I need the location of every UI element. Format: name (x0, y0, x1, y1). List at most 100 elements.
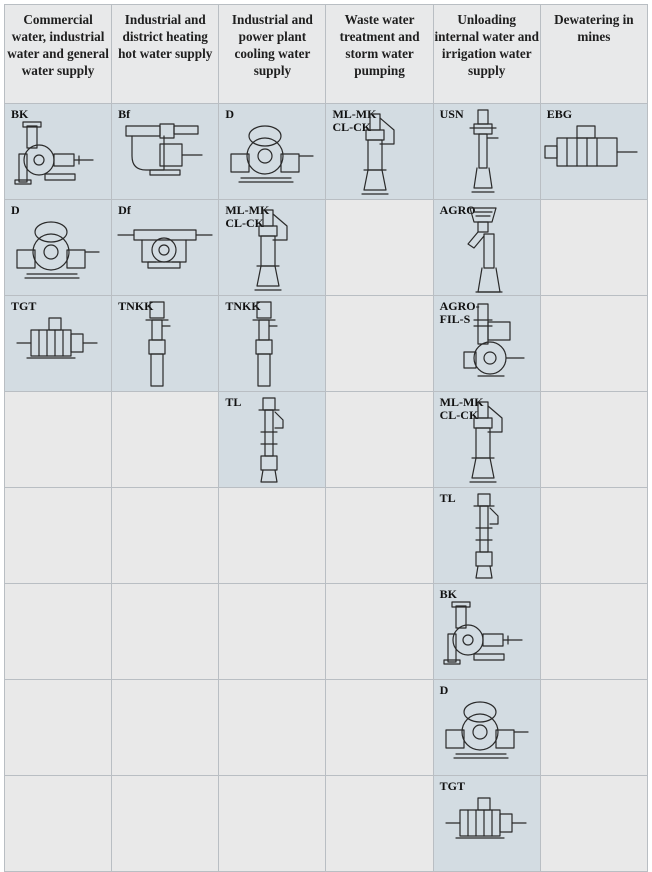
split-case-pump-icon (230, 125, 314, 183)
header-mine-dewatering: Dewatering in mines (539, 4, 649, 104)
empty-cell (325, 583, 434, 680)
header-commercial-water: Commercial water, industrial water and g… (3, 4, 113, 104)
empty-cell (539, 295, 649, 392)
split-case-pump-icon (445, 701, 529, 759)
table-row: TGT (3, 775, 649, 872)
pump-model-code: ML-MK CL-CK (439, 395, 484, 422)
empty-cell (539, 199, 649, 296)
table-row: BK Bf D ML-MK CL-CK USN EBG (3, 103, 649, 200)
pump-cell: TGT (3, 295, 113, 392)
pump-application-table: Commercial water, industrial water and g… (3, 4, 649, 872)
multistage-mine-pump-icon (544, 125, 638, 167)
vertical-mixed-flow-pump-icon (361, 113, 396, 195)
empty-cell (111, 487, 220, 584)
double-volute-pump-icon (125, 123, 203, 176)
pump-model-code: USN (439, 107, 464, 121)
pump-cell: D (3, 199, 113, 296)
pump-model-code: D (225, 107, 234, 121)
pump-model-code: D (439, 683, 449, 697)
pump-cell: ML-MK CL-CK (432, 391, 541, 488)
pump-model-code: TL (225, 395, 242, 409)
pump-cell: TNKK (218, 295, 327, 392)
pump-model-code: TNKK (225, 299, 261, 313)
pump-cell: ML-MK CL-CK (218, 199, 327, 296)
pump-cell: AGRO (432, 199, 541, 296)
pump-model-code: Bf (118, 107, 131, 121)
axially-split-pump-icon (117, 229, 213, 269)
pump-cell: Bf (111, 103, 220, 200)
header-cooling-water: Industrial and power plant cooling water… (218, 4, 327, 104)
pump-cell: TL (218, 391, 327, 488)
pump-model-code: Df (118, 203, 131, 217)
pump-model-code: AGRO- FIL-S (439, 299, 480, 326)
empty-cell (3, 775, 113, 872)
vertical-column-pump-icon (469, 109, 499, 193)
empty-cell (539, 487, 649, 584)
pump-cell: EBG (539, 103, 649, 200)
filtered-irrigation-pump-icon (463, 303, 525, 377)
empty-cell (218, 583, 327, 680)
empty-cell (539, 583, 649, 680)
multistage-pump-icon (445, 797, 527, 839)
pump-model-code: ML-MK CL-CK (225, 203, 270, 230)
pump-model-code: TL (439, 491, 456, 505)
multistage-pump-icon (16, 317, 98, 359)
empty-cell (3, 487, 113, 584)
table-row: TGT TNKK TNKK AGRO- FIL-S (3, 295, 649, 392)
vertical-turbine-pump-icon (258, 397, 284, 483)
empty-cell (218, 679, 327, 776)
pump-cell: AGRO- FIL-S (432, 295, 541, 392)
pump-model-code: D (11, 203, 20, 217)
pump-cell: TL (432, 487, 541, 584)
empty-cell (325, 679, 434, 776)
vertical-turbine-pump-icon (473, 493, 499, 579)
empty-cell (218, 487, 327, 584)
pump-model-code: TGT (439, 779, 465, 793)
pump-cell: D (218, 103, 327, 200)
empty-cell (325, 295, 434, 392)
table-row: TL ML-MK CL-CK (3, 391, 649, 488)
pump-cell: Df (111, 199, 220, 296)
empty-cell (325, 775, 434, 872)
table-row: TL (3, 487, 649, 584)
empty-cell (539, 775, 649, 872)
vertical-mixed-flow-pump-icon (254, 209, 288, 291)
empty-cell (539, 679, 649, 776)
pump-model-code: TGT (11, 299, 37, 313)
empty-cell (325, 487, 434, 584)
table-row: D Df ML-MK CL-CK AGRO (3, 199, 649, 296)
pump-cell: BK (3, 103, 113, 200)
vertical-propeller-pump-icon (467, 207, 503, 293)
pump-cell: BK (432, 583, 541, 680)
vertical-mixed-flow-pump-icon (469, 401, 503, 483)
header-waste-water: Waste water treatment and storm water pu… (325, 4, 434, 104)
empty-cell (111, 679, 220, 776)
end-suction-pump-icon (14, 121, 94, 185)
table-row: BK (3, 583, 649, 680)
pump-cell: TGT (432, 775, 541, 872)
empty-cell (3, 391, 113, 488)
empty-cell (111, 775, 220, 872)
empty-cell (111, 583, 220, 680)
pump-model-code: EBG (546, 107, 573, 121)
header-row: Commercial water, industrial water and g… (3, 4, 649, 104)
empty-cell (325, 199, 434, 296)
pump-cell: USN (432, 103, 541, 200)
pump-model-code: ML-MK CL-CK (332, 107, 377, 134)
empty-cell (111, 391, 220, 488)
empty-cell (3, 583, 113, 680)
vertical-can-pump-icon (145, 301, 171, 387)
pump-cell: ML-MK CL-CK (325, 103, 434, 200)
split-case-pump-icon (16, 221, 100, 279)
header-irrigation: Unloading internal water and irrigation … (432, 4, 541, 104)
empty-cell (218, 775, 327, 872)
empty-cell (539, 391, 649, 488)
pump-cell: TNKK (111, 295, 220, 392)
vertical-can-pump-icon (252, 301, 278, 387)
end-suction-pump-icon (443, 601, 523, 665)
pump-model-code: BK (11, 107, 29, 121)
header-district-heating: Industrial and district heating hot wate… (111, 4, 220, 104)
empty-cell (3, 679, 113, 776)
pump-cell: D (432, 679, 541, 776)
pump-model-code: BK (439, 587, 457, 601)
